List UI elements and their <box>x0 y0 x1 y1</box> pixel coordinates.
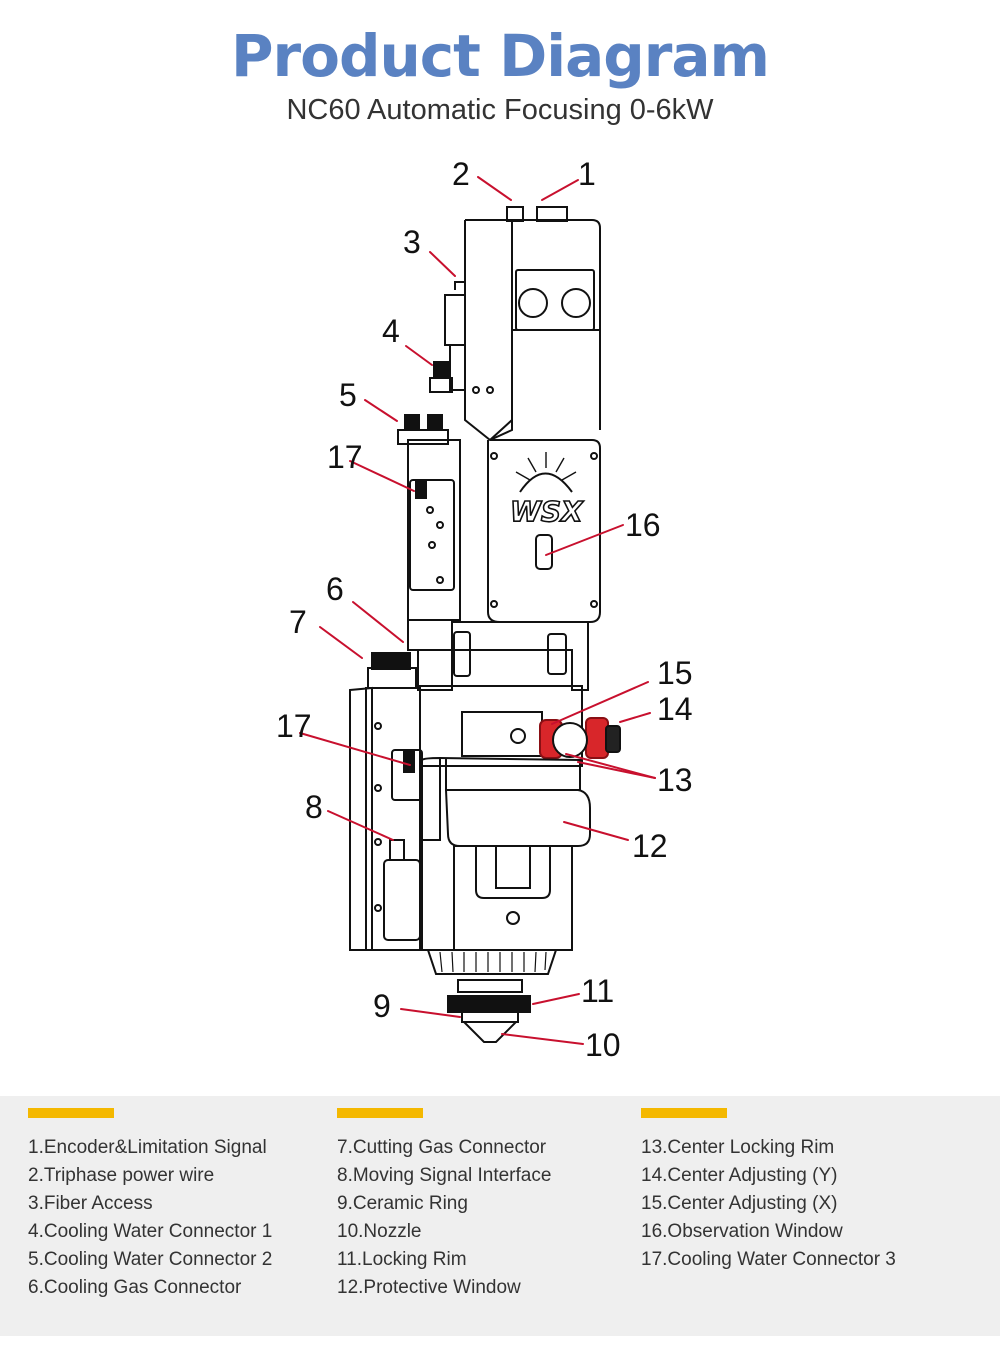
legend-item: 12.Protective Window <box>337 1277 521 1298</box>
signal-panel-side <box>349 686 373 951</box>
callout-10: 10 <box>585 1027 621 1063</box>
callout-16: 16 <box>625 507 661 543</box>
callout-6: 6 <box>326 571 344 607</box>
observation-window <box>535 534 553 570</box>
callout-4: 4 <box>382 313 400 349</box>
legend-item: 1.Encoder&Limitation Signal <box>28 1137 267 1158</box>
callout-5: 5 <box>339 377 357 413</box>
callout-2: 2 <box>452 156 470 192</box>
center-locking-rim <box>552 722 588 758</box>
left-column <box>407 439 461 621</box>
page-title: Product Diagram <box>231 22 770 90</box>
water-connector-3-upper <box>415 481 427 499</box>
legend-item: 4.Cooling Water Connector 1 <box>28 1221 273 1242</box>
legend-item: 11.Locking Rim <box>337 1249 467 1270</box>
wsx-logo-arc <box>519 472 573 493</box>
encoder-connector <box>506 206 524 222</box>
legend-item: 10.Nozzle <box>337 1221 422 1242</box>
locking-rim <box>447 995 531 1013</box>
callout-numbers: 1 2 3 4 5 17 6 7 16 15 14 17 13 8 12 11 … <box>276 156 693 1063</box>
protective-window <box>444 789 591 847</box>
observation-body <box>487 439 601 623</box>
water-connector-3-lower <box>403 751 415 773</box>
callout-17-upper: 17 <box>327 439 363 475</box>
callout-14: 14 <box>657 691 693 727</box>
laser-warning-icon <box>561 288 591 318</box>
legend-item: 8.Moving Signal Interface <box>337 1165 552 1186</box>
legend-item: 3.Fiber Access <box>28 1193 153 1214</box>
power-connector <box>536 206 568 222</box>
nozzle <box>461 1021 519 1043</box>
motor-housing-front <box>465 219 601 331</box>
laser-head-diagram: WSX <box>276 156 693 1063</box>
center-adjust-y <box>585 717 609 759</box>
laser-head-drawing: WSX <box>349 206 621 1043</box>
wsx-logo: WSX <box>510 495 584 528</box>
water-connector-1 <box>433 361 449 379</box>
callout-8: 8 <box>305 789 323 825</box>
accent-bar <box>641 1108 727 1118</box>
legend-item: 17.Cooling Water Connector 3 <box>641 1249 896 1270</box>
legend-item: 9.Ceramic Ring <box>337 1193 468 1214</box>
callout-7: 7 <box>289 604 307 640</box>
callout-9: 9 <box>373 988 391 1024</box>
callout-1: 1 <box>578 156 596 192</box>
callout-12: 12 <box>632 828 668 864</box>
callout-17-lower: 17 <box>276 708 312 744</box>
cutting-gas-connector <box>371 652 411 670</box>
legend-item: 2.Triphase power wire <box>28 1165 215 1186</box>
water-connector-2 <box>404 414 420 431</box>
callout-13: 13 <box>657 762 693 798</box>
center-block <box>419 685 583 767</box>
warning-label <box>515 269 595 331</box>
legend-item: 16.Observation Window <box>641 1221 843 1242</box>
callout-3: 3 <box>403 224 421 260</box>
legend-item: 6.Cooling Gas Connector <box>28 1277 242 1298</box>
accent-bar <box>28 1108 114 1118</box>
accent-bar <box>337 1108 423 1118</box>
warning-icon <box>518 288 548 318</box>
legend-column-3: 13.Center Locking Rim 14.Center Adjustin… <box>641 1108 896 1274</box>
legend-column-2: 7.Cutting Gas Connector 8.Moving Signal … <box>337 1108 551 1302</box>
ceramic-ring <box>461 1011 519 1023</box>
signal-panel <box>365 687 421 951</box>
legend-item: 15.Center Adjusting (X) <box>641 1193 838 1214</box>
callout-11: 11 <box>581 973 614 1009</box>
callout-15: 15 <box>657 655 693 691</box>
leader-lines <box>299 176 656 1045</box>
legend-panel <box>0 1096 1000 1336</box>
legend-item: 14.Center Adjusting (Y) <box>641 1165 838 1186</box>
legend-item: 7.Cutting Gas Connector <box>337 1137 547 1158</box>
page-subtitle: NC60 Automatic Focusing 0-6kW <box>286 94 714 126</box>
moving-signal-interface <box>383 859 421 941</box>
knurled-ring <box>426 949 558 975</box>
legend-column-1: 1.Encoder&Limitation Signal 2.Triphase p… <box>28 1108 272 1302</box>
legend-item: 5.Cooling Water Connector 2 <box>28 1249 273 1270</box>
motor-housing-side <box>464 220 513 442</box>
legend-item: 13.Center Locking Rim <box>641 1137 835 1158</box>
water-plate-upper <box>409 479 455 591</box>
